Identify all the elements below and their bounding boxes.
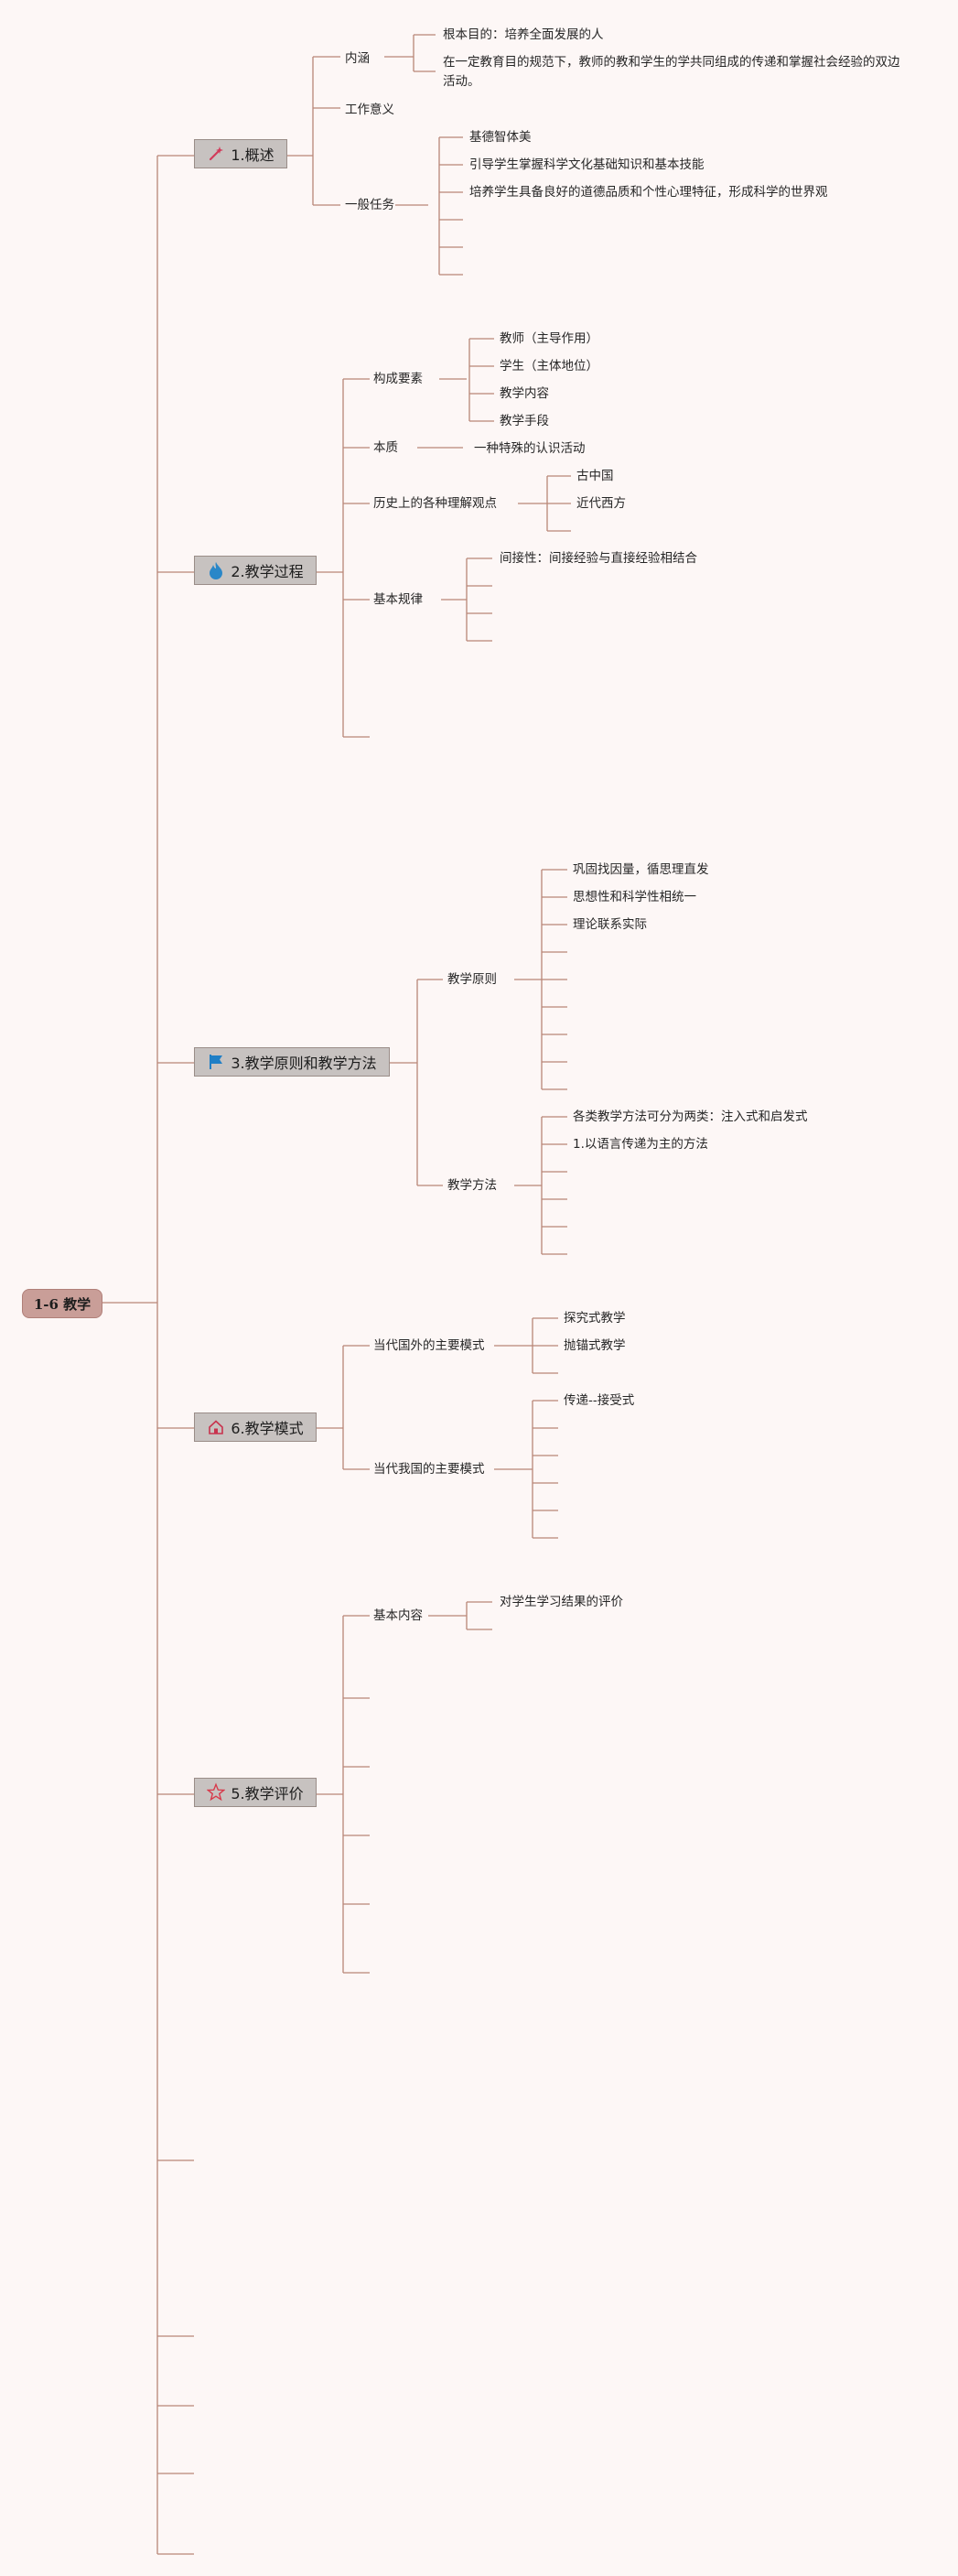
branch-label[interactable]: 工作意义 [345, 103, 394, 117]
leaf-label[interactable]: 思想性和科学性相统一 [573, 890, 696, 904]
leaf-label[interactable]: 基德智体美 [469, 130, 532, 145]
leaf-label[interactable]: 传递--接受式 [564, 1393, 635, 1408]
branch-label[interactable]: 当代国外的主要模式 [373, 1338, 485, 1353]
branch-label[interactable]: 构成要素 [373, 372, 423, 386]
branch-label[interactable]: 基本规律 [373, 592, 423, 607]
leaf-label[interactable]: 一种特殊的认识活动 [474, 441, 586, 456]
branch-label[interactable]: 一般任务 [345, 198, 394, 212]
branch-label[interactable]: 历史上的各种理解观点 [373, 496, 497, 511]
topic-node-evaluation[interactable]: 5.教学评价 [194, 1778, 317, 1807]
leaf-label[interactable]: 间接性：间接经验与直接经验相结合 [500, 551, 697, 566]
leaf-label[interactable]: 根本目的：培养全面发展的人 [443, 27, 604, 42]
leaf-label[interactable]: 教师（主导作用） [500, 331, 598, 346]
leaf-label[interactable]: 抛锚式教学 [564, 1338, 626, 1353]
leaf-label[interactable]: 对学生学习结果的评价 [500, 1595, 623, 1609]
leaf-label[interactable]: 引导学生掌握科学文化基础知识和基本技能 [469, 157, 705, 172]
leaf-label[interactable]: 在一定教育目的规范下，教师的教和学生的学共同组成的传递和掌握社会经验的双边活动。 [443, 55, 900, 89]
leaf-label[interactable]: 近代西方 [576, 496, 626, 511]
branch-label[interactable]: 教学方法 [447, 1178, 497, 1193]
topic-label: 6.教学模式 [231, 1420, 304, 1437]
topic-label: 1.概述 [231, 146, 274, 164]
leaf-label[interactable]: 探究式教学 [564, 1311, 626, 1326]
topic-node-overview[interactable]: 1.概述 [194, 139, 287, 168]
branch-label[interactable]: 内涵 [345, 51, 370, 66]
leaf-label[interactable]: 1.以语言传递为主的方法 [573, 1137, 708, 1152]
topic-node-process[interactable]: 2.教学过程 [194, 556, 317, 585]
branch-label[interactable]: 基本内容 [373, 1608, 423, 1623]
leaf-label[interactable]: 学生（主体地位） [500, 359, 598, 373]
leaf-label[interactable]: 教学内容 [500, 386, 549, 401]
leaf-label[interactable]: 培养学生具备良好的道德品质和个性心理特征，形成科学的世界观 [469, 185, 828, 200]
topic-label: 2.教学过程 [231, 563, 304, 580]
home-icon [207, 1418, 225, 1436]
root-node[interactable]: 1-6 教学 [22, 1289, 102, 1318]
branch-label[interactable]: 教学原则 [447, 972, 497, 987]
topic-label: 3.教学原则和教学方法 [231, 1055, 377, 1072]
leaf-label[interactable]: 理论联系实际 [573, 917, 647, 932]
branch-label[interactable]: 本质 [373, 440, 398, 455]
magic-wand-icon [207, 145, 225, 163]
leaf-label[interactable]: 教学手段 [500, 414, 549, 428]
root-label: 1-6 教学 [33, 1295, 91, 1313]
topic-label: 5.教学评价 [231, 1785, 304, 1802]
topic-node-principles-methods[interactable]: 3.教学原则和教学方法 [194, 1047, 390, 1077]
leaf-label[interactable]: 各类教学方法可分为两类：注入式和启发式 [573, 1109, 808, 1124]
flame-icon [207, 561, 225, 579]
topic-node-models[interactable]: 6.教学模式 [194, 1412, 317, 1442]
branch-label[interactable]: 当代我国的主要模式 [373, 1462, 485, 1477]
leaf-label[interactable]: 古中国 [576, 469, 614, 483]
star-icon [207, 1782, 226, 1802]
leaf-label[interactable]: 巩固找因量，循思理直发 [573, 862, 709, 877]
flag-icon [207, 1053, 225, 1071]
